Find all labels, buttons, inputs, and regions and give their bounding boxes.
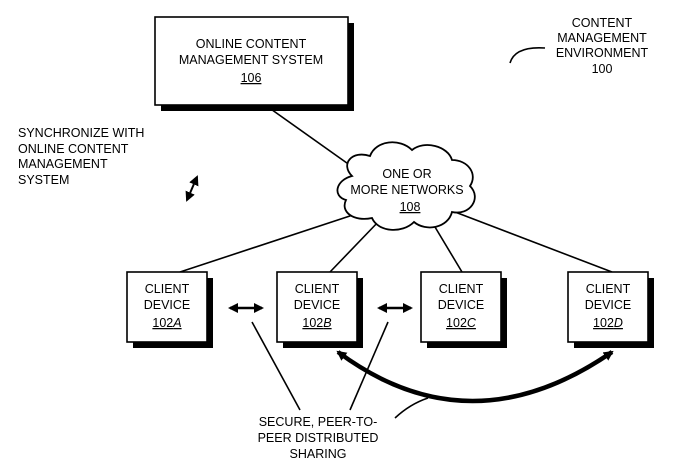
sync-line-4: SYSTEM	[18, 173, 69, 187]
network-client-b-link	[329, 219, 381, 273]
sync-line-2: ONLINE CONTENT	[18, 142, 129, 156]
peer-arrow-b-d	[336, 350, 614, 404]
environment-line-2: MANAGEMENT	[557, 31, 647, 45]
environment-leader-line	[509, 46, 546, 64]
client-d-line-2: DEVICE	[585, 298, 632, 312]
sharing-label: SECURE, PEER-TO- PEER DISTRIBUTED SHARIN…	[258, 415, 379, 461]
client-d-line-1: CLIENT	[586, 282, 631, 296]
sharing-leader-lines	[251, 321, 429, 419]
environment-ref: 100	[592, 62, 613, 76]
client-c-ref: 102C	[446, 316, 477, 330]
cms-ref: 106	[241, 71, 262, 85]
client-device-d: CLIENT DEVICE 102D	[567, 271, 654, 348]
sync-line-1: SYNCHRONIZE WITH	[18, 126, 144, 140]
network-client-c-link	[431, 221, 463, 273]
sync-arrow	[185, 175, 199, 202]
client-b-line-1: CLIENT	[295, 282, 340, 296]
cms-box: ONLINE CONTENT MANAGEMENT SYSTEM 106	[154, 16, 354, 111]
client-c-line-2: DEVICE	[438, 298, 485, 312]
cms-title-line-2: MANAGEMENT SYSTEM	[179, 53, 323, 67]
sharing-line-2: PEER DISTRIBUTED	[258, 431, 379, 445]
client-a-ref: 102A	[152, 316, 181, 330]
network-ref: 108	[400, 200, 421, 214]
network-client-d-link	[454, 211, 613, 273]
sharing-line-1: SECURE, PEER-TO-	[259, 415, 378, 429]
client-b-line-2: DEVICE	[294, 298, 341, 312]
sync-note: SYNCHRONIZE WITH ONLINE CONTENT MANAGEME…	[18, 126, 199, 202]
client-device-a: CLIENT DEVICE 102A	[126, 271, 213, 348]
environment-label: CONTENT MANAGEMENT ENVIRONMENT 100	[509, 16, 649, 76]
client-d-ref: 102D	[593, 316, 623, 330]
network-line-2: MORE NETWORKS	[350, 183, 463, 197]
client-c-line-1: CLIENT	[439, 282, 484, 296]
sync-line-3: MANAGEMENT	[18, 157, 108, 171]
sharing-line-3: SHARING	[290, 447, 347, 461]
environment-line-3: ENVIRONMENT	[556, 46, 649, 60]
client-device-b: CLIENT DEVICE 102B	[276, 271, 363, 348]
client-device-c: CLIENT DEVICE 102C	[420, 271, 507, 348]
cms-title-line-1: ONLINE CONTENT	[196, 37, 307, 51]
environment-line-1: CONTENT	[572, 16, 633, 30]
network-client-a-link	[179, 211, 363, 273]
client-a-line-1: CLIENT	[145, 282, 190, 296]
client-a-line-2: DEVICE	[144, 298, 191, 312]
client-b-ref: 102B	[302, 316, 331, 330]
network-line-1: ONE OR	[382, 167, 431, 181]
network-cloud: ONE OR MORE NETWORKS 108	[336, 141, 476, 231]
